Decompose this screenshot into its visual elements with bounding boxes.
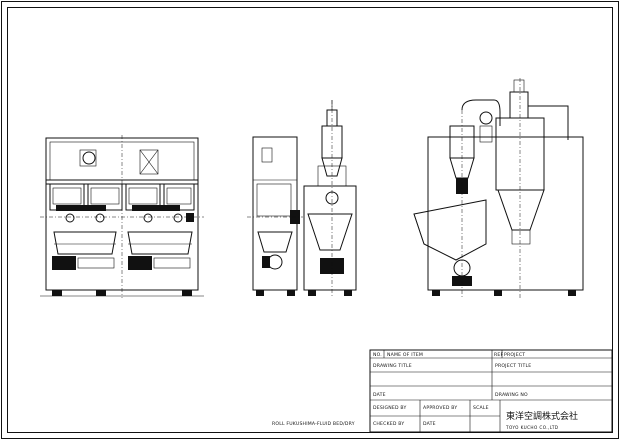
tb-no-label: NO. bbox=[373, 352, 382, 358]
tb-name-of-item-label: NAME OF ITEM bbox=[387, 352, 423, 358]
side-view-right bbox=[413, 78, 584, 298]
tb-checked-by-label: CHECKED BY bbox=[373, 421, 404, 427]
front-view bbox=[40, 135, 204, 298]
tb-company-name: 東洋空調株式会社 bbox=[506, 410, 578, 422]
side-view-left bbox=[247, 100, 357, 298]
tb-designed-by-label: DESIGNED BY bbox=[373, 405, 407, 411]
tb-date2-label: DATE bbox=[423, 421, 436, 427]
title-block bbox=[369, 349, 613, 433]
tb-drawing-title-label: DRAWING TITLE bbox=[373, 363, 412, 369]
inner-border bbox=[7, 7, 613, 433]
tb-company-sub: TOYO KUCHO CO.,LTD bbox=[505, 425, 558, 430]
tb-drawing-no-label: DRAWING NO bbox=[495, 392, 528, 398]
footer-note: ROLL FUKUSHIMA-FLUID BED/DRY bbox=[272, 421, 355, 427]
tb-approved-by-label: APPROVED BY bbox=[423, 405, 457, 411]
tb-project-label: PROJECT bbox=[504, 352, 525, 358]
tb-project-title-label: PROJECT TITLE bbox=[495, 363, 531, 369]
tb-date-label: DATE bbox=[373, 392, 386, 398]
tb-scale-label: SCALE bbox=[473, 405, 489, 411]
tb-ref-label: REF bbox=[494, 352, 503, 358]
